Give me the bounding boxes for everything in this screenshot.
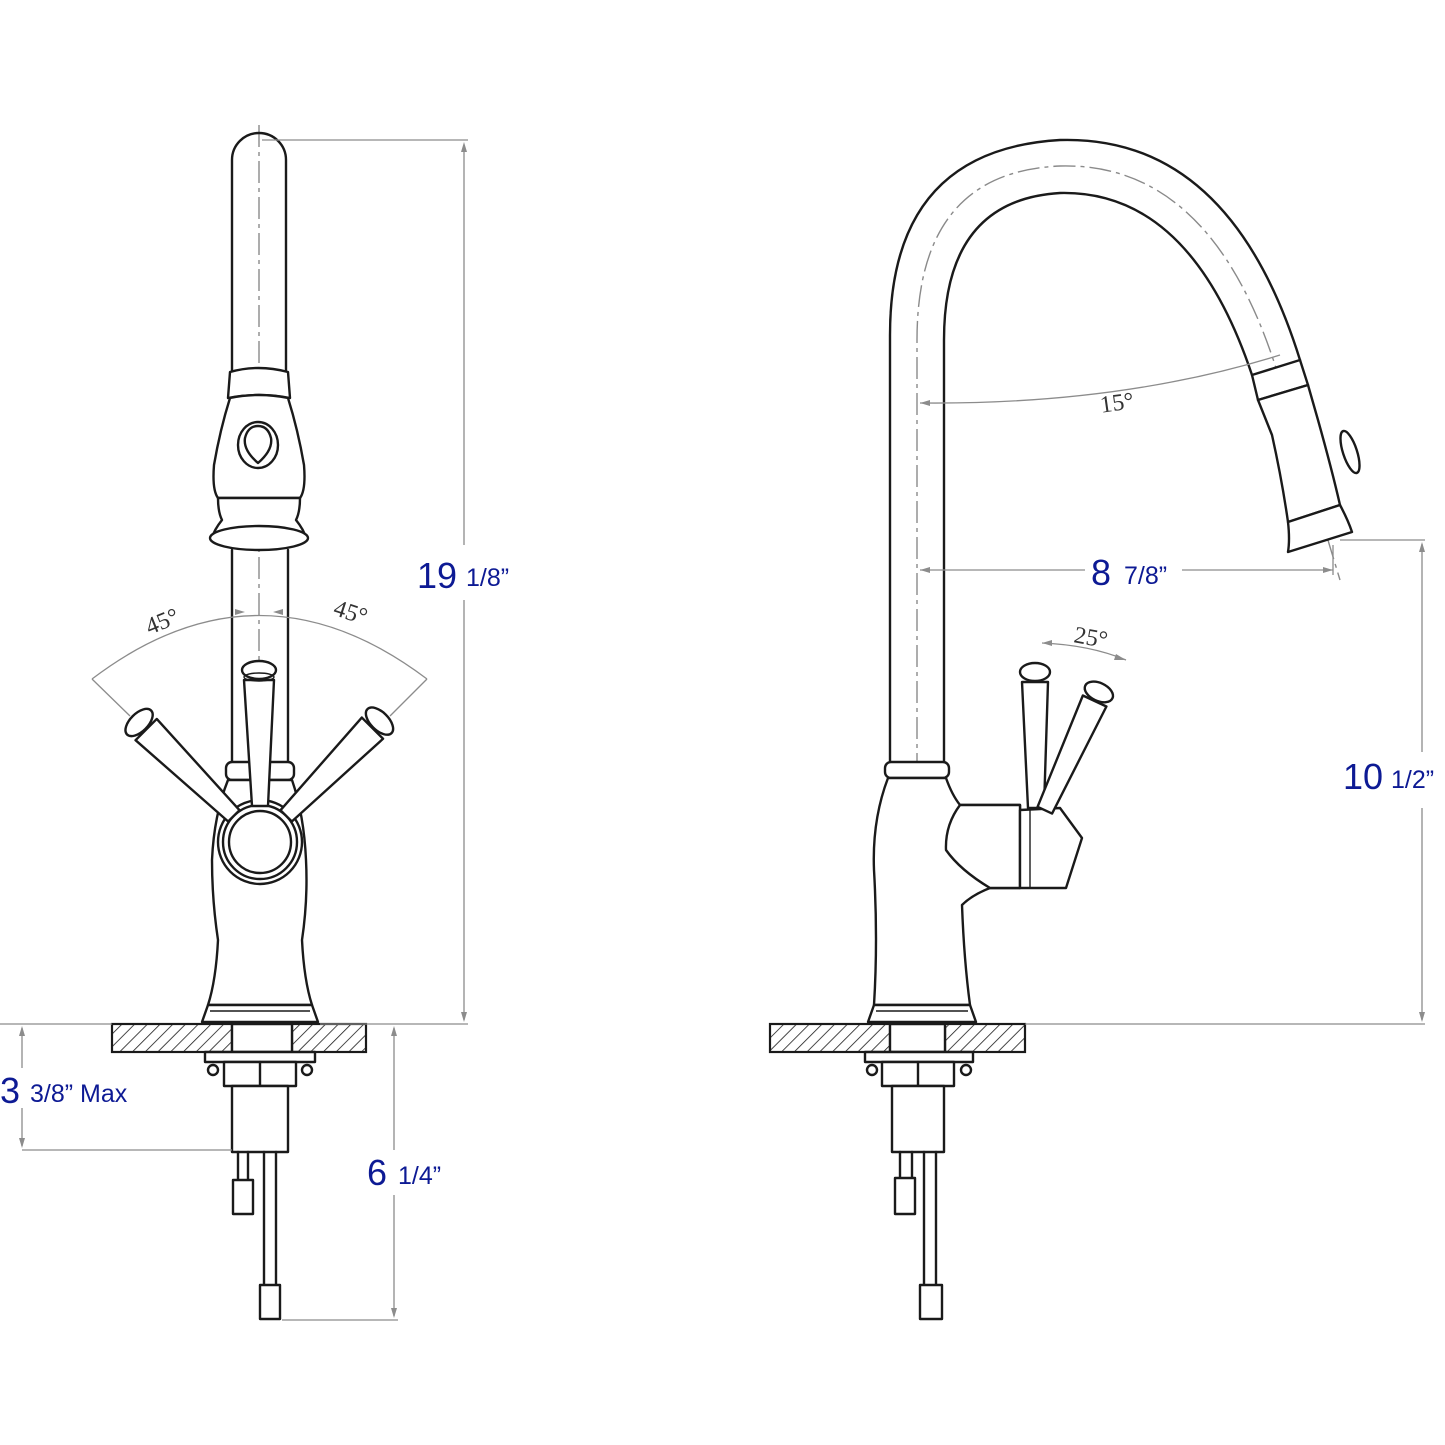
front-spray-outlet-rim xyxy=(208,524,310,552)
side-supply-fitting-short xyxy=(893,1176,917,1216)
front-shank xyxy=(230,1084,290,1154)
front-spray-button-inner xyxy=(243,424,273,465)
side-swivel-arc xyxy=(919,354,1281,404)
side-swivel-angle-label: 15° xyxy=(1099,388,1136,418)
front-spray-ring xyxy=(226,366,292,400)
front-handle-center xyxy=(242,678,276,808)
side-countertop-left xyxy=(768,1022,892,1054)
side-handle-upright-knob xyxy=(1018,661,1052,683)
front-handle-center-knob-ring xyxy=(243,672,275,682)
front-countertop-left xyxy=(110,1022,234,1054)
front-spray-head xyxy=(212,393,306,500)
front-base-flange xyxy=(200,1003,320,1024)
front-spray-wand xyxy=(230,131,288,374)
front-deck-hole xyxy=(230,1022,294,1054)
side-handle-hub xyxy=(944,803,1022,890)
front-shank-fraction: 1/4” xyxy=(398,1162,441,1190)
side-handle-angle-label: 25° xyxy=(1072,622,1110,653)
front-handle-hub-inner xyxy=(227,809,293,875)
side-supply-fitting-long xyxy=(918,1283,944,1321)
front-deck-whole: 3 xyxy=(0,1070,20,1111)
side-spray-button xyxy=(1339,429,1361,475)
side-deck-hole xyxy=(888,1022,947,1054)
front-handle-right xyxy=(279,706,395,823)
side-mounting-plate xyxy=(863,1050,975,1064)
side-view: 15° 8 7/8” 25° 10 1/2” xyxy=(768,138,1434,1321)
front-handle-center-knob xyxy=(240,659,278,681)
side-countertop-right xyxy=(943,1022,1027,1054)
front-shank-whole: 6 xyxy=(367,1152,387,1193)
front-height-fraction: 1/8” xyxy=(466,564,509,592)
side-shank xyxy=(890,1084,946,1154)
front-spray-button-outer xyxy=(236,420,280,470)
side-spout-inner xyxy=(942,191,1254,767)
front-height-whole: 19 xyxy=(417,555,457,596)
front-view: 45° 45° 19 1/8” xyxy=(0,125,509,1321)
front-supply-fitting-right xyxy=(258,1283,282,1321)
side-spout-outer xyxy=(888,138,1302,767)
side-spray-head xyxy=(1250,358,1361,554)
front-handle-left xyxy=(124,707,241,823)
front-supply-fitting-left xyxy=(231,1178,255,1216)
side-handle-tilted xyxy=(1036,680,1115,815)
front-handle-angle-left-label: 45° xyxy=(142,604,183,641)
side-reach-fraction: 7/8” xyxy=(1124,562,1167,590)
front-handle-angle-right-label: 45° xyxy=(330,595,370,630)
side-height-whole: 10 xyxy=(1343,756,1383,797)
front-mounting-plate xyxy=(203,1050,317,1064)
side-collar xyxy=(883,760,951,780)
side-spout-centerline xyxy=(916,165,1341,955)
side-height-fraction: 1/2” xyxy=(1391,766,1434,794)
side-reach-whole: 8 xyxy=(1091,552,1111,593)
front-deck-fraction: 3/8” Max xyxy=(30,1080,128,1108)
side-base-flange xyxy=(866,1003,978,1024)
front-countertop-right xyxy=(290,1022,368,1054)
front-handle-arc xyxy=(91,614,428,680)
